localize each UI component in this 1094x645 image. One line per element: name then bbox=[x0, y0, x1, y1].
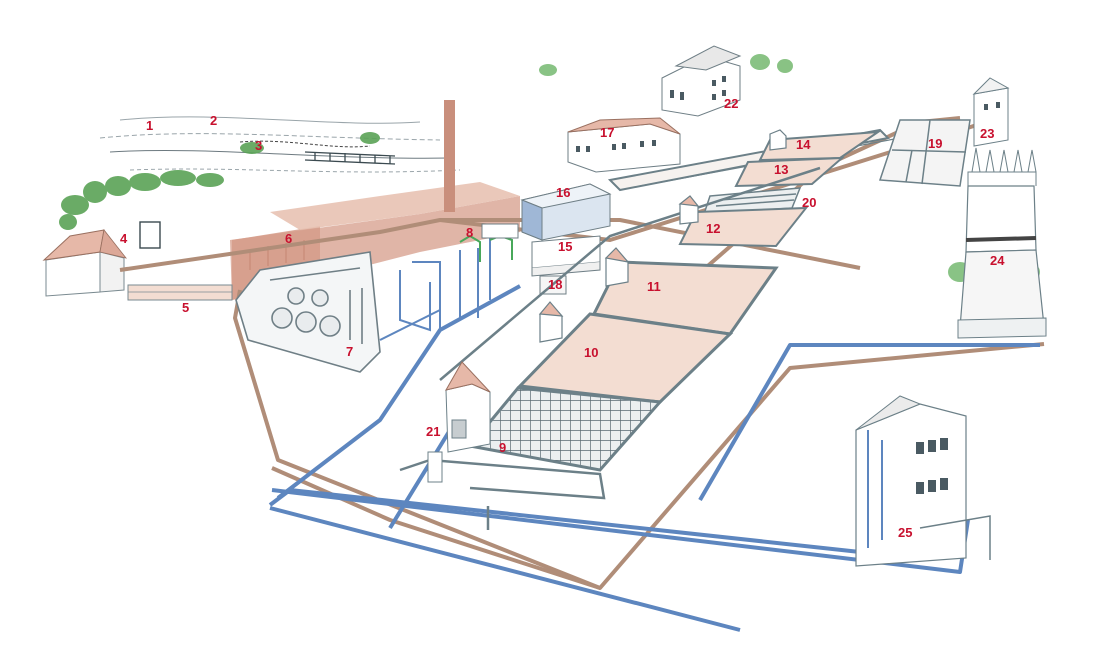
building-21 bbox=[444, 361, 491, 453]
building-23 bbox=[972, 77, 1010, 147]
building-15 bbox=[531, 235, 601, 277]
pump-station-7 bbox=[235, 251, 381, 373]
building-22 bbox=[661, 45, 742, 117]
filters-20 bbox=[702, 187, 802, 215]
house-25 bbox=[855, 395, 991, 567]
basin-9 bbox=[467, 386, 664, 472]
small-tank bbox=[427, 451, 443, 483]
basin-13 bbox=[734, 156, 845, 188]
bridge bbox=[304, 151, 396, 165]
machinery-8 bbox=[379, 236, 491, 341]
basin-5 bbox=[127, 284, 233, 301]
trees-left bbox=[59, 132, 380, 230]
building-16 bbox=[520, 183, 612, 241]
hills-background bbox=[99, 116, 461, 173]
basin-12 bbox=[678, 206, 809, 248]
water-tower-24 bbox=[957, 147, 1047, 339]
basin-walls bbox=[399, 166, 821, 530]
building-17 bbox=[567, 117, 681, 173]
basin-19 bbox=[878, 119, 971, 187]
building-4 bbox=[42, 221, 161, 297]
pump-houses bbox=[538, 129, 787, 343]
tank-8 bbox=[481, 223, 519, 239]
